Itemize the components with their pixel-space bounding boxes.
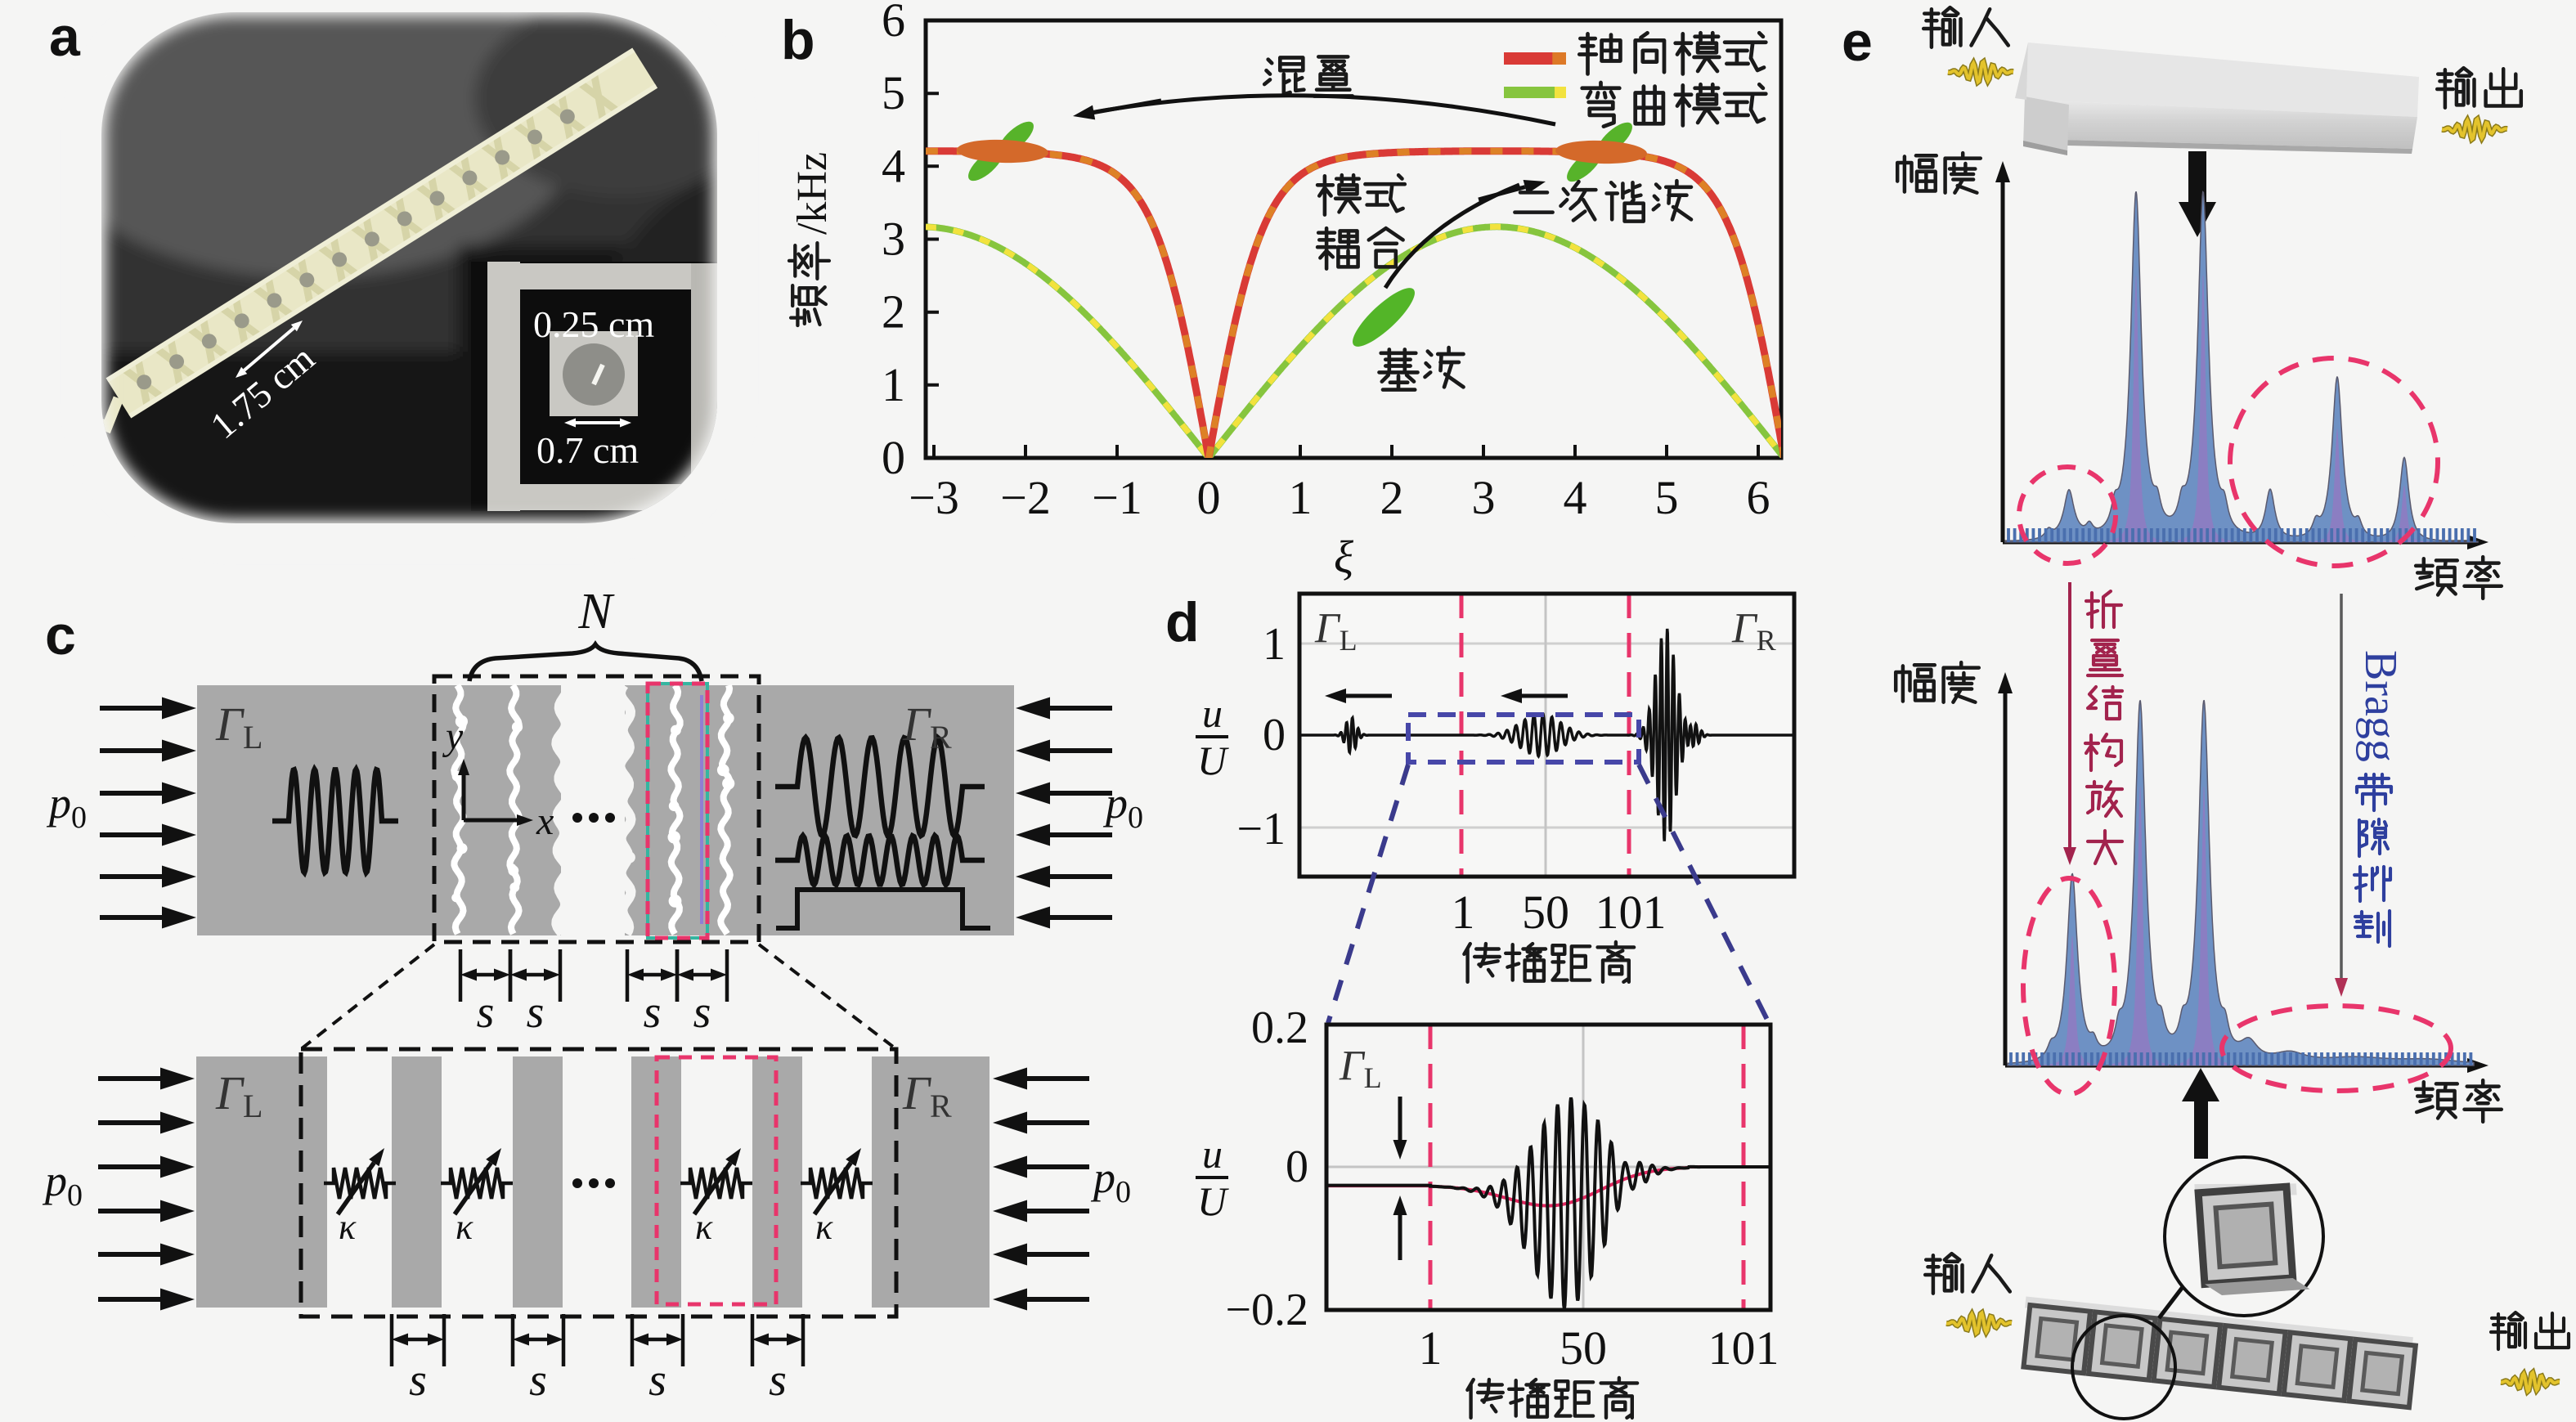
svg-text:−0.2: −0.2 bbox=[1225, 1285, 1308, 1335]
svg-text:1: 1 bbox=[1263, 619, 1286, 670]
svg-text:d: d bbox=[1165, 591, 1200, 653]
svg-text:1: 1 bbox=[882, 358, 905, 411]
svg-text:2: 2 bbox=[882, 285, 905, 339]
svg-text:6: 6 bbox=[1747, 471, 1770, 524]
svg-text:κ: κ bbox=[339, 1207, 357, 1247]
svg-text:κ: κ bbox=[695, 1207, 713, 1247]
svg-text:0: 0 bbox=[1263, 710, 1286, 760]
svg-text:N: N bbox=[577, 584, 615, 639]
svg-text:5: 5 bbox=[1655, 471, 1679, 524]
svg-text:s: s bbox=[409, 1355, 427, 1406]
svg-text:ξ: ξ bbox=[1334, 532, 1353, 583]
svg-text:0.2: 0.2 bbox=[1251, 1003, 1308, 1053]
svg-text:s: s bbox=[693, 987, 711, 1038]
svg-text:a: a bbox=[49, 6, 81, 68]
svg-text:1: 1 bbox=[1289, 471, 1313, 524]
svg-text:κ: κ bbox=[456, 1207, 473, 1247]
svg-text:0: 0 bbox=[882, 431, 905, 484]
svg-text:U: U bbox=[1197, 738, 1229, 783]
svg-text:s: s bbox=[529, 1355, 547, 1406]
svg-text:κ: κ bbox=[815, 1207, 833, 1247]
svg-text:50: 50 bbox=[1522, 886, 1569, 939]
svg-text:3: 3 bbox=[1472, 471, 1496, 524]
svg-text:4: 4 bbox=[1564, 471, 1587, 524]
svg-text:s: s bbox=[644, 987, 662, 1038]
svg-text:y: y bbox=[442, 715, 464, 758]
svg-text:b: b bbox=[781, 9, 815, 71]
svg-text:ΓL: ΓL bbox=[215, 1066, 263, 1124]
svg-text:s: s bbox=[477, 987, 495, 1038]
svg-text:e: e bbox=[1842, 11, 1873, 73]
svg-text:5: 5 bbox=[882, 66, 905, 119]
svg-text:101: 101 bbox=[1708, 1321, 1779, 1375]
svg-text:ΓL: ΓL bbox=[1314, 605, 1358, 657]
svg-text:0: 0 bbox=[1197, 471, 1221, 524]
svg-text:0.7 cm: 0.7 cm bbox=[536, 429, 639, 471]
svg-text:101: 101 bbox=[1595, 886, 1667, 939]
svg-text:−3: −3 bbox=[909, 471, 959, 524]
svg-text:s: s bbox=[527, 987, 545, 1038]
svg-text:1: 1 bbox=[1419, 1321, 1443, 1375]
svg-text:Bragg: Bragg bbox=[2355, 650, 2406, 762]
svg-text:3: 3 bbox=[882, 213, 905, 266]
svg-text:c: c bbox=[45, 604, 76, 666]
svg-text:−1: −1 bbox=[1092, 471, 1142, 524]
svg-text:−1: −1 bbox=[1236, 804, 1286, 855]
svg-text:1: 1 bbox=[1452, 886, 1475, 939]
svg-text:0.25 cm: 0.25 cm bbox=[533, 303, 654, 345]
svg-text:2: 2 bbox=[1380, 471, 1404, 524]
svg-text:/kHz: /kHz bbox=[789, 152, 836, 235]
svg-text:4: 4 bbox=[882, 139, 905, 192]
svg-text:u: u bbox=[1202, 1131, 1223, 1177]
svg-text:s: s bbox=[769, 1355, 787, 1406]
svg-text:−2: −2 bbox=[1000, 471, 1051, 524]
svg-text:x: x bbox=[536, 800, 554, 843]
svg-text:6: 6 bbox=[882, 0, 905, 47]
svg-text:U: U bbox=[1197, 1178, 1229, 1224]
svg-text:u: u bbox=[1202, 690, 1223, 736]
svg-text:s: s bbox=[648, 1355, 666, 1406]
svg-text:0: 0 bbox=[1286, 1142, 1308, 1192]
svg-text:50: 50 bbox=[1560, 1321, 1607, 1375]
